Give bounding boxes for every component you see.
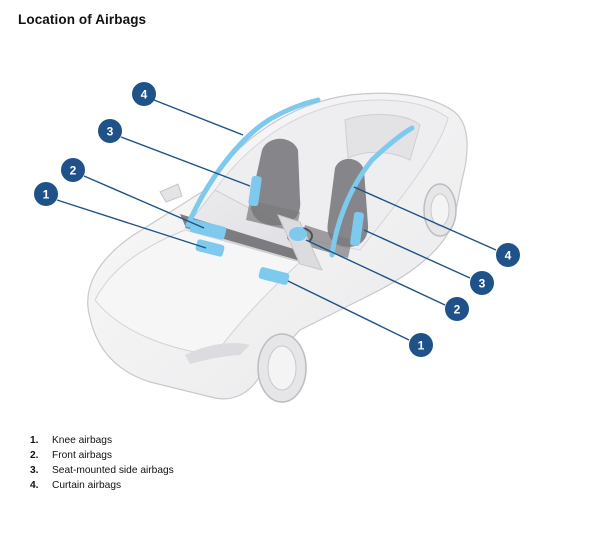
legend-number: 4.: [30, 478, 52, 493]
legend-item: 4. Curtain airbags: [30, 478, 174, 493]
callout-4-right: 4: [496, 243, 520, 267]
legend-number: 3.: [30, 463, 52, 478]
legend-number: 1.: [30, 433, 52, 448]
legend-label: Seat-mounted side airbags: [52, 463, 174, 478]
airbag-legend: 1. Knee airbags 2. Front airbags 3. Seat…: [30, 433, 174, 493]
rear-right-wheel: [424, 184, 456, 236]
callout-1-left: 1: [34, 182, 58, 206]
side-mirror: [160, 184, 182, 202]
front-right-wheel: [258, 334, 306, 402]
callout-4-left: 4: [132, 82, 156, 106]
callout-number: 3: [107, 125, 114, 139]
callout-number: 2: [454, 303, 461, 317]
callout-number: 4: [505, 249, 512, 263]
legend-number: 2.: [30, 448, 52, 463]
legend-label: Curtain airbags: [52, 478, 121, 493]
callout-number: 1: [43, 188, 50, 202]
legend-label: Knee airbags: [52, 433, 112, 448]
callout-1-right: 1: [409, 333, 433, 357]
callout-3-left: 3: [98, 119, 122, 143]
legend-label: Front airbags: [52, 448, 112, 463]
callout-number: 2: [70, 164, 77, 178]
legend-item: 3. Seat-mounted side airbags: [30, 463, 174, 478]
legend-item: 2. Front airbags: [30, 448, 174, 463]
airbag-diagram: 4 3 2 1 4 3 2 1: [0, 0, 602, 430]
callout-number: 1: [418, 339, 425, 353]
callout-number: 4: [141, 88, 148, 102]
front-airbag-driver: [289, 227, 307, 241]
legend-item: 1. Knee airbags: [30, 433, 174, 448]
car-illustration: [88, 93, 467, 402]
callout-3-right: 3: [470, 271, 494, 295]
callout-number: 3: [479, 277, 486, 291]
callout-2-right: 2: [445, 297, 469, 321]
callout-2-left: 2: [61, 158, 85, 182]
leader-line-4-left: [154, 100, 243, 135]
